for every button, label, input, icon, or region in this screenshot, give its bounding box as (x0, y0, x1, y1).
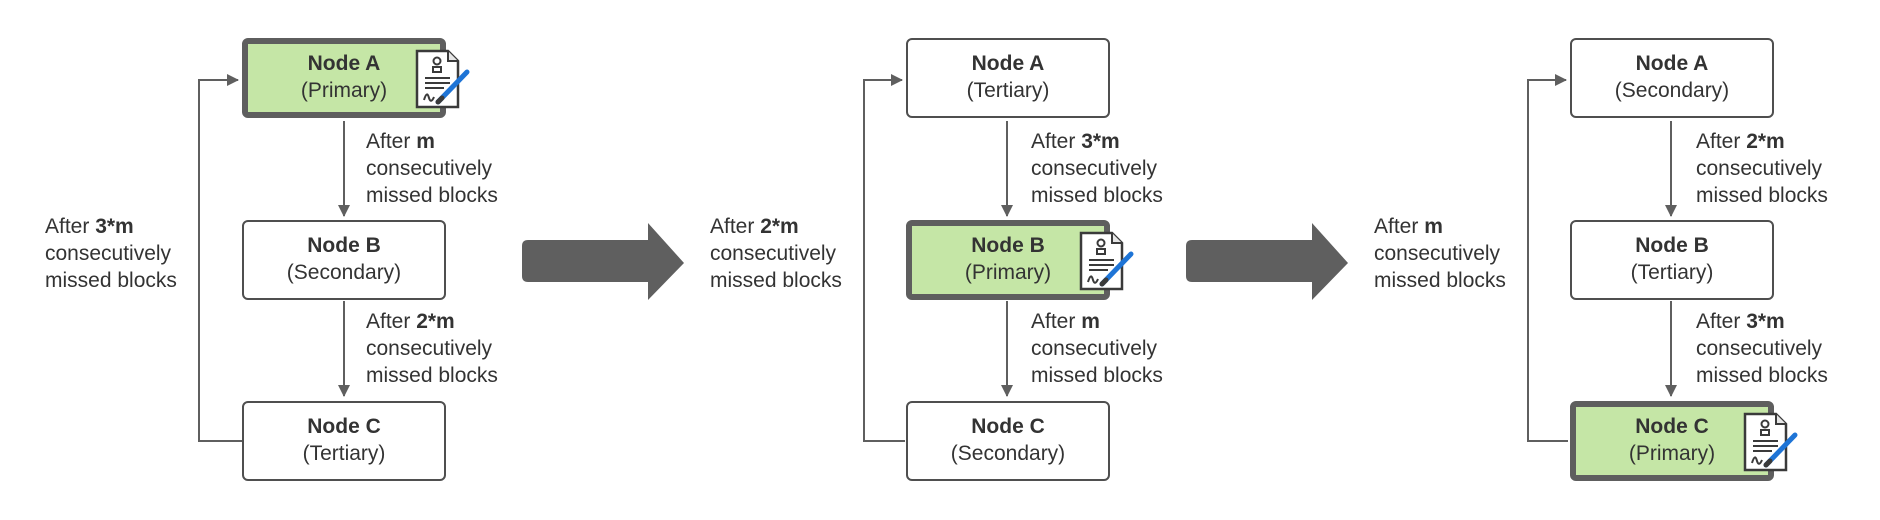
panel3-edge-a-b-label: After 2*m consecutively missed blocks (1696, 128, 1828, 209)
panel1-node-c: Node C (Tertiary) (242, 401, 446, 481)
panel1-loop-label: After 3*m consecutively missed blocks (45, 213, 177, 294)
node-role: (Tertiary) (1630, 261, 1714, 284)
node-name: Node B (307, 234, 381, 257)
edge-line3: missed blocks (1696, 184, 1828, 207)
panel2-node-c: Node C (Secondary) (906, 401, 1110, 481)
panel1-loop-arrow (198, 74, 242, 442)
edge-line2: consecutively (45, 242, 172, 265)
edge-line3: missed blocks (1031, 364, 1163, 387)
node-role: (Primary) (300, 79, 388, 102)
edge-line2: consecutively (1374, 242, 1501, 265)
signed-certificate-icon (1079, 231, 1134, 291)
node-name: Node A (1635, 52, 1709, 75)
node-role: (Primary) (964, 261, 1052, 284)
edge-line3: missed blocks (366, 184, 498, 207)
edge-line2: consecutively (1031, 157, 1158, 180)
panel1-edge-a-b-label: After m consecutively missed blocks (366, 128, 498, 209)
edge-threshold: 3*m (1081, 130, 1120, 153)
edge-threshold: 2*m (760, 215, 799, 238)
node-role: (Tertiary) (966, 79, 1050, 102)
panel2-edge-a-b-label: After 3*m consecutively missed blocks (1031, 128, 1163, 209)
panel3-loop-label: After m consecutively missed blocks (1374, 213, 1506, 294)
edge-prefix: After (45, 215, 96, 238)
panel3-loop-arrow (1527, 74, 1568, 442)
edge-line2: consecutively (1031, 337, 1158, 360)
edge-threshold: 2*m (416, 310, 455, 333)
edge-line3: missed blocks (1031, 184, 1163, 207)
node-role: (Secondary) (950, 442, 1066, 465)
edge-threshold: m (1081, 310, 1100, 333)
big-right-arrow-icon (522, 223, 684, 300)
edge-threshold: m (416, 130, 435, 153)
edge-line2: consecutively (1696, 157, 1823, 180)
edge-threshold: 3*m (1746, 310, 1785, 333)
node-role: (Secondary) (1614, 79, 1730, 102)
edge-line3: missed blocks (1696, 364, 1828, 387)
node-role: (Primary) (1628, 442, 1716, 465)
panel3-edge-b-c-label: After 3*m consecutively missed blocks (1696, 308, 1828, 389)
edge-line3: missed blocks (710, 269, 842, 292)
panel3-node-c: Node C (Primary) (1570, 401, 1774, 481)
edge-line2: consecutively (1696, 337, 1823, 360)
node-role: (Tertiary) (302, 442, 386, 465)
node-name: Node C (307, 415, 381, 438)
signed-certificate-icon (1743, 412, 1798, 472)
panel1-node-a: Node A (Primary) (242, 38, 446, 118)
edge-threshold: m (1424, 215, 1443, 238)
edge-line2: consecutively (366, 157, 493, 180)
panel2-loop-arrow (863, 74, 905, 442)
node-name: Node C (971, 415, 1045, 438)
edge-prefix: After (1696, 130, 1747, 153)
node-name: Node A (307, 52, 381, 75)
node-name: Node B (1635, 234, 1709, 257)
edge-prefix: After (366, 310, 417, 333)
signed-certificate-icon (415, 49, 470, 109)
edge-prefix: After (366, 130, 417, 153)
node-role: (Secondary) (286, 261, 402, 284)
edge-threshold: 3*m (95, 215, 134, 238)
node-name: Node B (971, 234, 1045, 257)
big-right-arrow-icon (1186, 223, 1348, 300)
edge-prefix: After (710, 215, 761, 238)
edge-line3: missed blocks (45, 269, 177, 292)
edge-line2: consecutively (366, 337, 493, 360)
edge-line3: missed blocks (366, 364, 498, 387)
edge-prefix: After (1696, 310, 1747, 333)
edge-threshold: 2*m (1746, 130, 1785, 153)
edge-line2: consecutively (710, 242, 837, 265)
edge-prefix: After (1031, 310, 1082, 333)
panel3-node-b: Node B (Tertiary) (1570, 220, 1774, 300)
panel1-edge-b-c-label: After 2*m consecutively missed blocks (366, 308, 498, 389)
panel1-node-b: Node B (Secondary) (242, 220, 446, 300)
node-name: Node C (1635, 415, 1709, 438)
panel2-node-a: Node A (Tertiary) (906, 38, 1110, 118)
panel3-node-a: Node A (Secondary) (1570, 38, 1774, 118)
panel2-edge-b-c-label: After m consecutively missed blocks (1031, 308, 1163, 389)
edge-line3: missed blocks (1374, 269, 1506, 292)
edge-prefix: After (1374, 215, 1425, 238)
node-name: Node A (971, 52, 1045, 75)
panel2-loop-label: After 2*m consecutively missed blocks (710, 213, 842, 294)
panel2-node-b: Node B (Primary) (906, 220, 1110, 300)
edge-prefix: After (1031, 130, 1082, 153)
